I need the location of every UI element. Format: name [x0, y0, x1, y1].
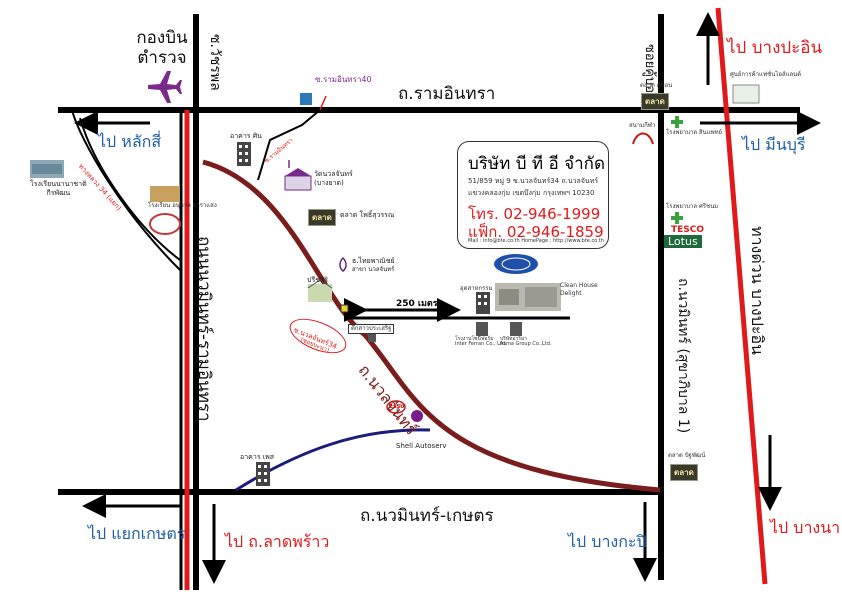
airplane-icon [148, 71, 182, 103]
label-police-airport-line2: ตำรวจ [137, 48, 187, 68]
label-to-bang-na: ไป บางนา [770, 518, 841, 537]
road-label-expressway-bang-pa-in: ทางด่วน บางปะอิน [748, 226, 767, 355]
landmark-clean-house-line1: Clean House [560, 282, 598, 289]
building-icon-small-3 [368, 330, 376, 342]
landmark-fashion-island: ศูนย์การค้าแฟชั่นไอส์แลนด์ [730, 72, 801, 78]
label-esso: Esso [389, 403, 405, 410]
landmark-shell: Shell Autoserv [396, 442, 447, 450]
company-address-1: 51/859 หมู่ 9 ซ.นวลจันทร์34 ถ.นวลจันทร์ [468, 177, 599, 185]
landmark-company-small-1-en: Inter Ferran Co., Ltd. [455, 341, 507, 347]
company-info-box: บริษัท บี ที อี จำกัด 51/859 หมู่ 9 ซ.นว… [457, 141, 609, 249]
road-label-nawamin-kaset: ถ.นวมินทร์-เกษตร [360, 506, 494, 526]
landmark-hospital-top: โรงพยาบาล สินแพทย์ [666, 129, 723, 136]
building-icon-small-1 [476, 322, 488, 336]
landmark-hospital-mid: โรงพยาบาล ศรีชนม [666, 203, 719, 210]
label-to-bang-kapi: ไป บางกะปิ [568, 532, 647, 551]
building-icon-small-2 [510, 322, 522, 336]
shell-icon [411, 410, 423, 422]
landmark-school-small-line1: โรงเรียน [148, 202, 171, 209]
company-name: บริษัท บี ที อี จำกัด [468, 154, 605, 174]
landmark-thai-panich-line1: ธ.ไทยพาณิชย์ [352, 257, 395, 265]
landmark-lotus: Lotus [664, 235, 702, 248]
green-cross-icon-mid [671, 212, 683, 224]
fashion-island-icon [732, 84, 760, 104]
landmark-school-small-line2: อนุบาล [172, 202, 191, 209]
label-to-yaek-kaset: ไป แยกเกษตร [88, 524, 186, 543]
landmark-company-small-2: บริษัทอาร์มา Asma Group Co.,Ltd. [500, 337, 552, 347]
school-photo [30, 160, 64, 178]
road-label-soi-ramintra40: ซ.รามอินทรา40 [315, 75, 372, 84]
landmark-talad-bottom-right-caption: ตลาด ปัฐพัฒน์ [668, 452, 706, 459]
company-contact: Mail : info@bte.co.th HomePage : http://… [468, 238, 604, 244]
building-icon-arkan-sin [237, 142, 251, 166]
company-address-2: แขวงคลองกุ่ม เขตบึงกุ่ม กรุงเทพฯ 10230 [468, 189, 595, 197]
landmark-arkan-sin: อาคาร ศิน [230, 132, 262, 140]
road-label-ramintra: ถ.รามอินทรา [398, 84, 496, 104]
preecha-house-icon [307, 279, 333, 302]
landmark-school-left-line2: กีรพัฒน [46, 189, 71, 197]
landmark-factory-label: อุตสาหกรรม [460, 285, 493, 292]
landmark-clean-house: Clean House Delight [560, 283, 598, 297]
green-cross-icon-top [671, 116, 683, 128]
landmark-talad-pochasuwan: ตลาด โพธิ์สุวรรณ [340, 211, 395, 219]
landmark-wat-nawalchan: วัดนวลจันทร์ (บางยาด) [314, 171, 353, 187]
company-phone: โทร. 02-946-1999 [468, 205, 601, 223]
road-label-nawamin-ramintra: ถนนนวมินทร์-รามอินทรา [194, 236, 214, 422]
landmark-preecha: ปรีชสิริ [307, 276, 328, 284]
landmark-school-left-line1: โรงเรียนนานาชาติ [30, 180, 87, 188]
landmark-school-left: โรงเรียนนานาชาติ กีรพัฒน [30, 181, 87, 197]
landmark-tesco: TESCO [671, 225, 705, 235]
landmark-company-small-2-en: Asma Group Co.,Ltd. [500, 341, 552, 347]
bte-logo-icon [494, 254, 538, 274]
distance-label: 250 เมตร [396, 299, 438, 309]
landmark-fashion-island-line1: ศูนย์การค้าแฟชั่นไอส์แลนด์ [730, 71, 802, 78]
landmark-sports: สนามกีฬา [629, 122, 656, 129]
label-to-lak-si: ไป หลักสี่ [98, 132, 162, 151]
school-logo-icon [149, 213, 181, 235]
school-small-photo [150, 186, 180, 202]
label-police-airport: กองบิน ตำรวจ [136, 30, 188, 67]
landmark-thai-panich: ธ.ไทยพาณิชย์ สาขา นวลจันทร์ [352, 258, 395, 273]
label-to-bang-pa-in: ไป บางปะอิน [727, 38, 823, 58]
landmark-thai-panich-line2: สาขา นวลจันทร์ [352, 266, 395, 273]
landmark-company-small-2-th: บริษัทอาร์มา [500, 336, 528, 342]
landmark-arkan-pes: อาคาร เพส [240, 453, 275, 461]
landmark-wat-nawalchan-line2: (บางยาด) [314, 179, 344, 187]
sports-arch-icon [632, 132, 654, 145]
label-to-min-buri: ไป มีนบุรี [742, 135, 806, 154]
landmark-school-small-line3: ธาราแสง [192, 202, 217, 209]
road-label-soi-left: ซ.วัชรพล [207, 34, 223, 91]
market-tag-talad: ตลาด [308, 209, 336, 226]
landmark-clean-house-line2: Delight [560, 290, 582, 297]
road-label-nawamin-right: ถ.นวมินทร์ (สุขาภิบาล 1) [675, 278, 691, 434]
company-fax: แฟ็ก. 02-946-1859 [468, 223, 604, 241]
building-icon-factory [476, 292, 490, 314]
label-police-airport-line1: กองบิน [136, 28, 188, 48]
landmark-wat-nawalchan-line1: วัดนวลจันทร์ [314, 170, 353, 178]
right-expressway [715, 7, 768, 585]
landmark-company-small-1: โรงงานโซนี่ฟอร์ม Inter Ferran Co., Ltd. [455, 337, 507, 347]
market-tag-talad-bottom-right: ตลาด [670, 464, 698, 481]
factory-photo [495, 283, 561, 311]
ramintra-sign-icon [300, 93, 312, 105]
market-tag-talad-top-right: ตลาด [641, 93, 669, 110]
landmark-company-small-1-th: โรงงานโซนี่ฟอร์ม [455, 336, 494, 342]
landmark-talad-top-right-caption: ตลาด คู้บอน [640, 82, 673, 89]
temple-icon [284, 160, 312, 191]
landmark-school-small: โรงเรียน อนุบาล ธาราแสง [148, 203, 217, 209]
esso-icon [386, 400, 406, 414]
label-to-lat-phrao: ไป ถ.ลาดพร้าว [225, 532, 330, 551]
bank-icon [339, 256, 347, 272]
building-icon-arkan-pes [256, 462, 270, 486]
landmark-tuk-praditmanut: ตึกสาวประเสริฐ [348, 324, 395, 334]
